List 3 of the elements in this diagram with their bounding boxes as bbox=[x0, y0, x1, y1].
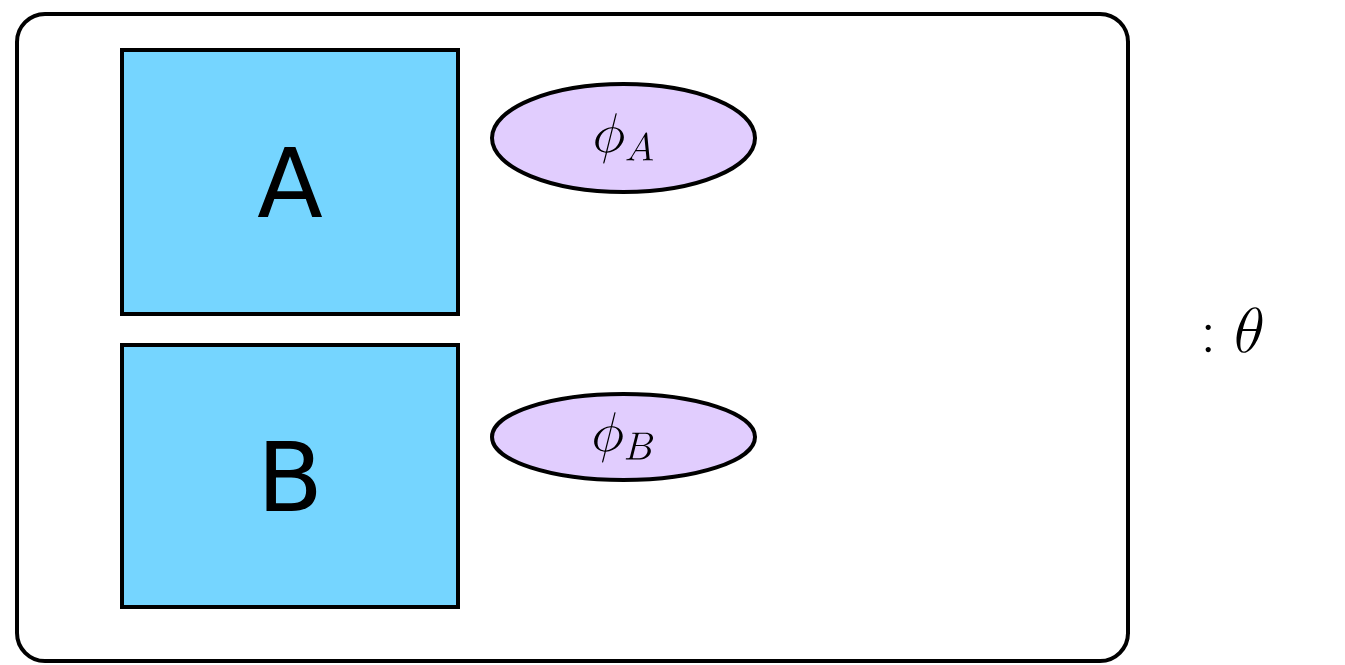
side-formula: $: \theta$ bbox=[1205, 307, 1263, 353]
square-box: A bbox=[120, 48, 460, 316]
square-box: B bbox=[120, 343, 460, 609]
